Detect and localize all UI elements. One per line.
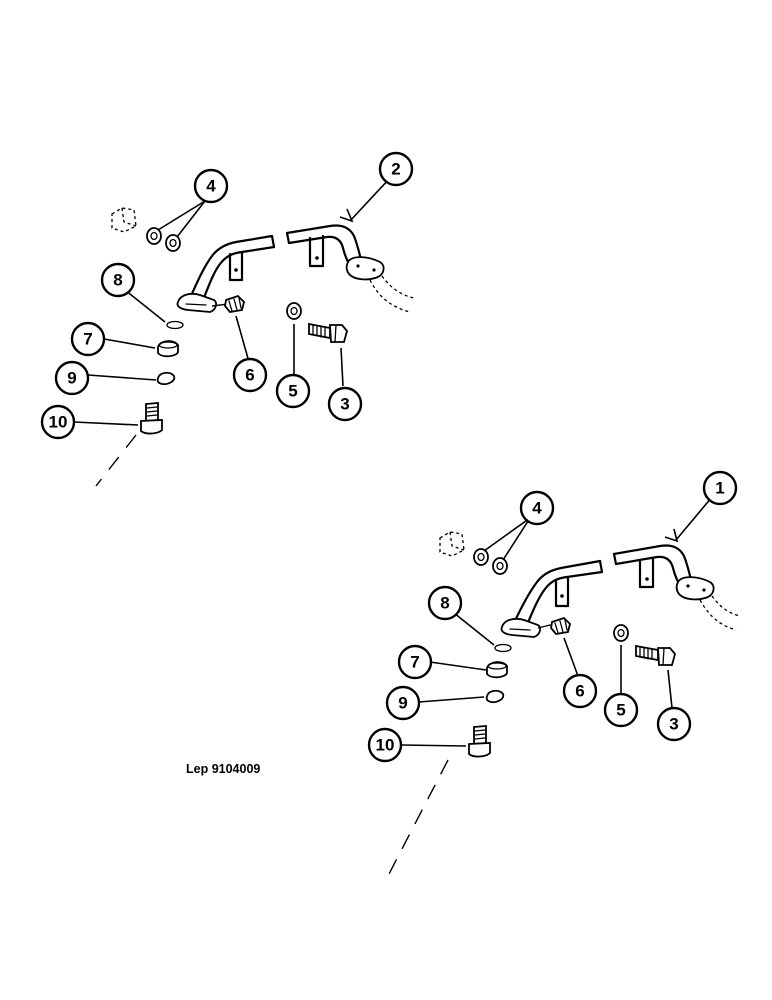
upper-callout-9: 9	[54, 360, 90, 396]
svg-text:4: 4	[532, 499, 542, 518]
lower-flat-washer	[613, 624, 629, 642]
upper-callout-4: 4	[193, 168, 229, 204]
lower-banjo-bolt	[468, 725, 491, 758]
upper-o-ring	[166, 320, 184, 330]
upper-tube-right	[285, 224, 415, 313]
lower-callout-3: 3	[656, 706, 692, 742]
svg-text:4: 4	[206, 177, 216, 196]
upper-leaders	[73, 177, 391, 426]
svg-text:8: 8	[113, 271, 122, 290]
upper-callout-8: 8	[100, 262, 136, 298]
lower-cap	[486, 661, 508, 679]
upper-cap	[157, 340, 179, 358]
lower-callout-5: 5	[603, 692, 639, 728]
svg-text:7: 7	[410, 653, 419, 672]
lower-washer-pair	[473, 548, 508, 575]
upper-small-washer	[156, 371, 176, 386]
upper-callout-3: 3	[327, 386, 363, 422]
lower-leaders	[400, 496, 713, 747]
lower-callout-8: 8	[427, 585, 463, 621]
lower-cap-screw	[635, 644, 676, 666]
upper-mount-block-hidden	[111, 207, 137, 233]
upper-cap-screw	[308, 322, 348, 343]
lower-assembly: 1 4 8 7 9 10 6 5 3	[367, 470, 741, 877]
svg-text:6: 6	[245, 366, 254, 385]
svg-text:3: 3	[340, 395, 349, 414]
upper-callout-6: 6	[232, 357, 268, 393]
svg-text:5: 5	[616, 701, 625, 720]
upper-callout-2: 2	[378, 151, 414, 187]
lower-callout-10: 10	[367, 727, 403, 763]
lower-nut	[550, 616, 571, 635]
svg-text:2: 2	[391, 160, 400, 179]
svg-text:9: 9	[67, 369, 76, 388]
lower-o-ring	[494, 643, 512, 653]
lower-callout-7: 7	[397, 644, 433, 680]
lower-mount-block-hidden	[439, 531, 465, 557]
svg-text:5: 5	[288, 382, 297, 401]
upper-nut	[224, 294, 245, 313]
lower-callout-6: 6	[562, 673, 598, 709]
svg-text:9: 9	[398, 694, 407, 713]
lower-tube-left	[500, 559, 604, 638]
lower-callout-1: 1	[702, 470, 738, 506]
svg-text:10: 10	[376, 736, 395, 755]
upper-callout-7: 7	[70, 321, 106, 357]
lower-tube-right	[612, 544, 741, 631]
svg-text:10: 10	[49, 413, 68, 432]
upper-washer-pair	[146, 227, 181, 252]
lower-small-washer	[485, 689, 505, 704]
svg-text:3: 3	[669, 715, 678, 734]
svg-text:8: 8	[440, 594, 449, 613]
svg-text:7: 7	[83, 330, 92, 349]
lower-callout-9: 9	[385, 685, 421, 721]
drawing-reference-label: Lep 9104009	[186, 762, 260, 776]
upper-assembly: 2 4 8 7 9 10 6 5 3	[40, 151, 415, 487]
upper-flat-washer	[286, 302, 302, 320]
lower-callout-4: 4	[519, 490, 555, 526]
svg-text:6: 6	[575, 682, 584, 701]
upper-callout-5: 5	[275, 373, 311, 409]
upper-callout-10: 10	[40, 404, 76, 440]
svg-text:1: 1	[715, 479, 724, 498]
upper-banjo-bolt	[140, 402, 163, 435]
